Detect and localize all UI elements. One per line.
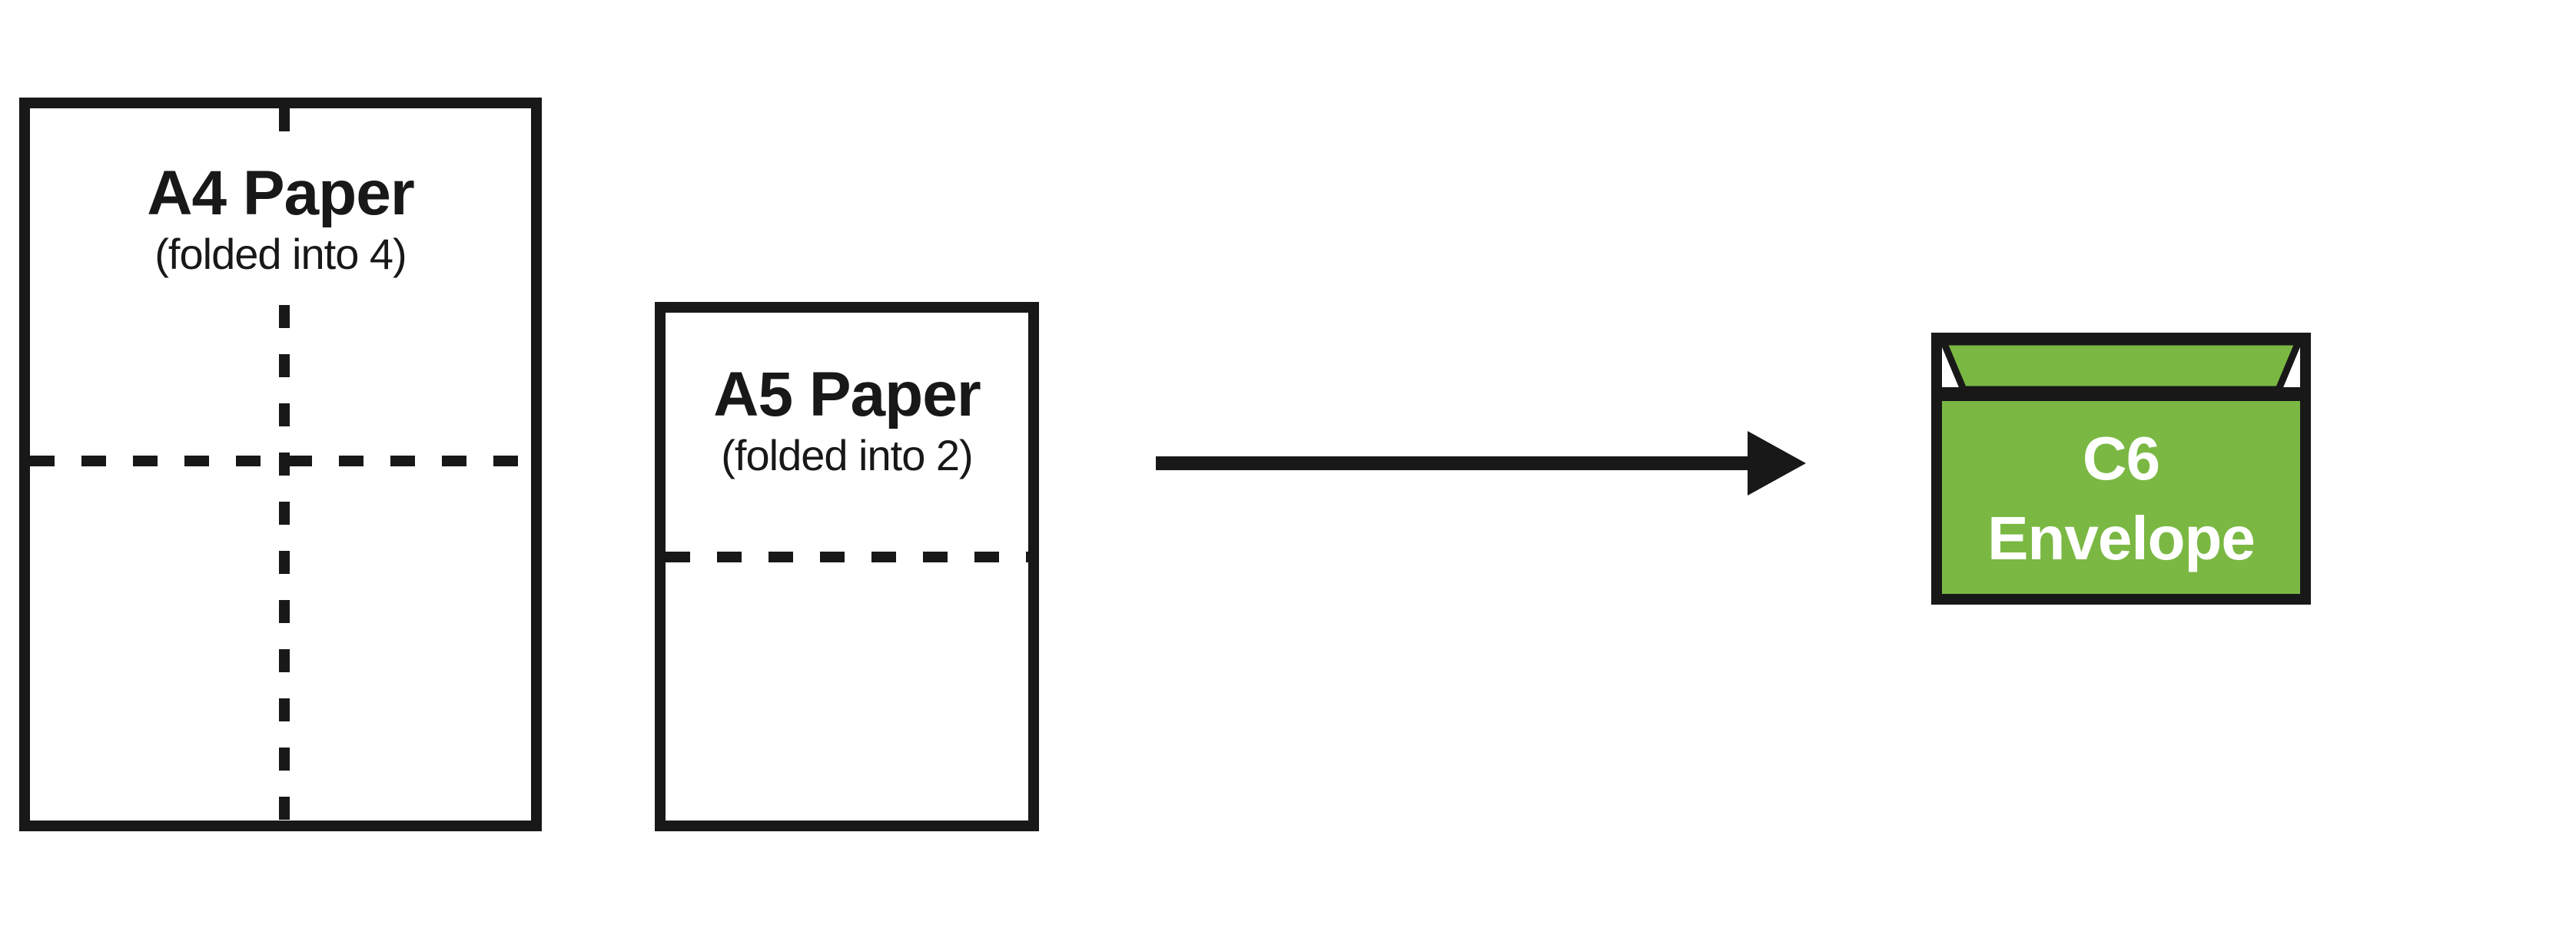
arrow-head [1748,431,1806,496]
envelope-body [1942,401,2300,594]
a4-horizontal-fold-line [30,456,531,466]
a5-paper-shape: A5 Paper (folded into 2) [655,302,1039,831]
envelope-opening-line [1942,387,2300,401]
a5-paper-label: A5 Paper (folded into 2) [687,356,1007,482]
right-arrow-icon [1156,431,1806,496]
envelope-label-line2: Envelope [1987,504,2256,572]
c6-envelope-graphic: C6 Envelope [1931,333,2311,605]
envelope-flap [1938,338,2304,393]
a4-paper-shape: A4 Paper (folded into 4) [19,98,542,831]
a4-paper-label: A4 Paper (folded into 4) [121,154,440,280]
a5-horizontal-fold-line [666,552,1028,562]
arrow-shaft [1156,456,1749,470]
a4-paper-title: A4 Paper [147,158,415,228]
a4-paper-subtitle: (folded into 4) [154,230,407,278]
envelope-shape [1931,333,2311,605]
a5-paper-subtitle: (folded into 2) [721,431,973,479]
a5-paper-title: A5 Paper [713,360,981,429]
envelope-label-line1: C6 [2082,424,2160,492]
envelope-label: C6 Envelope [1931,419,2311,579]
